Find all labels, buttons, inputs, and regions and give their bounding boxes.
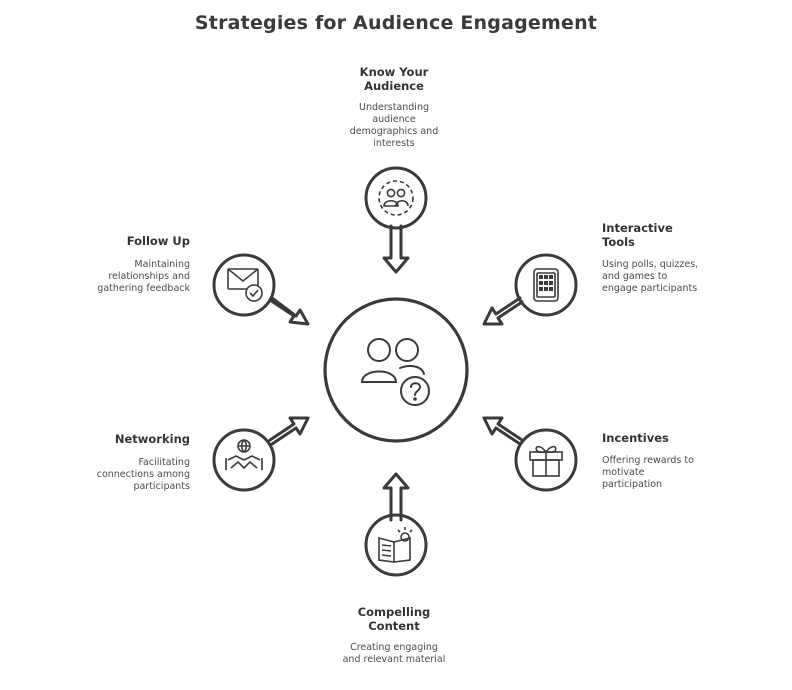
circle-followup xyxy=(212,253,276,317)
node-label-incentives: Incentives xyxy=(602,431,669,445)
node-desc-incentives: Offering rewards to motivate participati… xyxy=(602,455,694,490)
arrow-know xyxy=(382,224,410,274)
node-desc-followup: Maintaining relationships and gathering … xyxy=(97,259,190,294)
node-desc-networking: Facilitating connections among participa… xyxy=(96,457,190,492)
node-desc-tools: Using polls, quizzes, and games to engag… xyxy=(602,259,699,294)
node-desc-content: Creating engaging and relevant material xyxy=(342,642,446,665)
audience-icon xyxy=(378,180,414,216)
circle-incentives xyxy=(514,428,578,492)
arrow-tools xyxy=(482,296,524,326)
node-desc-know: Understanding audience demographics and … xyxy=(349,102,439,149)
node-label-networking: Networking xyxy=(114,432,190,446)
node-label-know: Know Your Audience xyxy=(359,65,429,93)
center-circle xyxy=(323,297,469,443)
circle-tools xyxy=(514,253,578,317)
circle-networking xyxy=(212,428,276,492)
handshake-icon xyxy=(225,439,263,470)
node-label-content: Compelling Content xyxy=(357,605,431,633)
node-label-followup: Follow Up xyxy=(126,234,190,248)
book-lightbulb-icon xyxy=(378,527,413,563)
circle-know xyxy=(364,166,428,230)
circle-content xyxy=(364,513,428,577)
arrow-followup xyxy=(268,296,310,326)
arrow-networking xyxy=(268,416,310,446)
diagram-title: Strategies for Audience Engagement xyxy=(194,12,598,34)
calculator-icon xyxy=(533,268,559,302)
node-label-tools: Interactive Tools xyxy=(602,221,673,249)
audience-question-icon xyxy=(360,338,430,406)
mail-check-icon xyxy=(227,268,263,302)
gift-icon xyxy=(529,445,563,477)
arrow-incentives xyxy=(482,416,524,446)
arrow-content xyxy=(382,472,410,522)
